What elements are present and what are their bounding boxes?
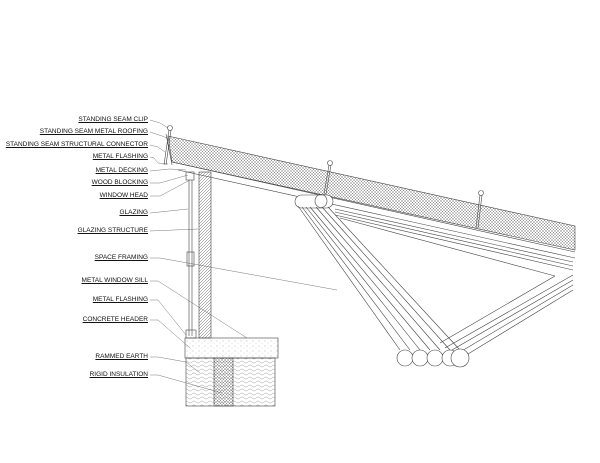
label-wood-blocking: WOOD BLOCKING [91,179,148,186]
label-structural-connector: STANDING SEAM STRUCTURAL CONNECTOR [5,141,148,148]
label-standing-seam-clip: STANDING SEAM CLIP [78,116,148,123]
label-glazing-structure: GLAZING STRUCTURE [77,227,148,234]
label-standing-seam-metal-roofing: STANDING SEAM METAL ROOFING [39,128,148,135]
label-rammed-earth: RAMMED EARTH [95,353,148,360]
leader-lines [149,119,338,394]
label-window-head: WINDOW HEAD [99,192,148,199]
label-space-framing: SPACE FRAMING [94,254,148,261]
label-concrete-header: CONCRETE HEADER [82,316,148,323]
label-metal-window-sill: METAL WINDOW SILL [81,277,148,284]
label-metal-flashing-sill: METAL FLASHING [92,296,148,303]
seam-clip-icon [163,125,484,229]
label-metal-flashing-roof: METAL FLASHING [92,153,148,160]
label-rigid-insulation: RIGID INSULATION [89,371,148,378]
space-frame [294,194,574,368]
label-glazing: GLAZING [119,209,148,216]
label-metal-decking: METAL DECKING [95,167,148,174]
roof-insulation [167,135,576,251]
